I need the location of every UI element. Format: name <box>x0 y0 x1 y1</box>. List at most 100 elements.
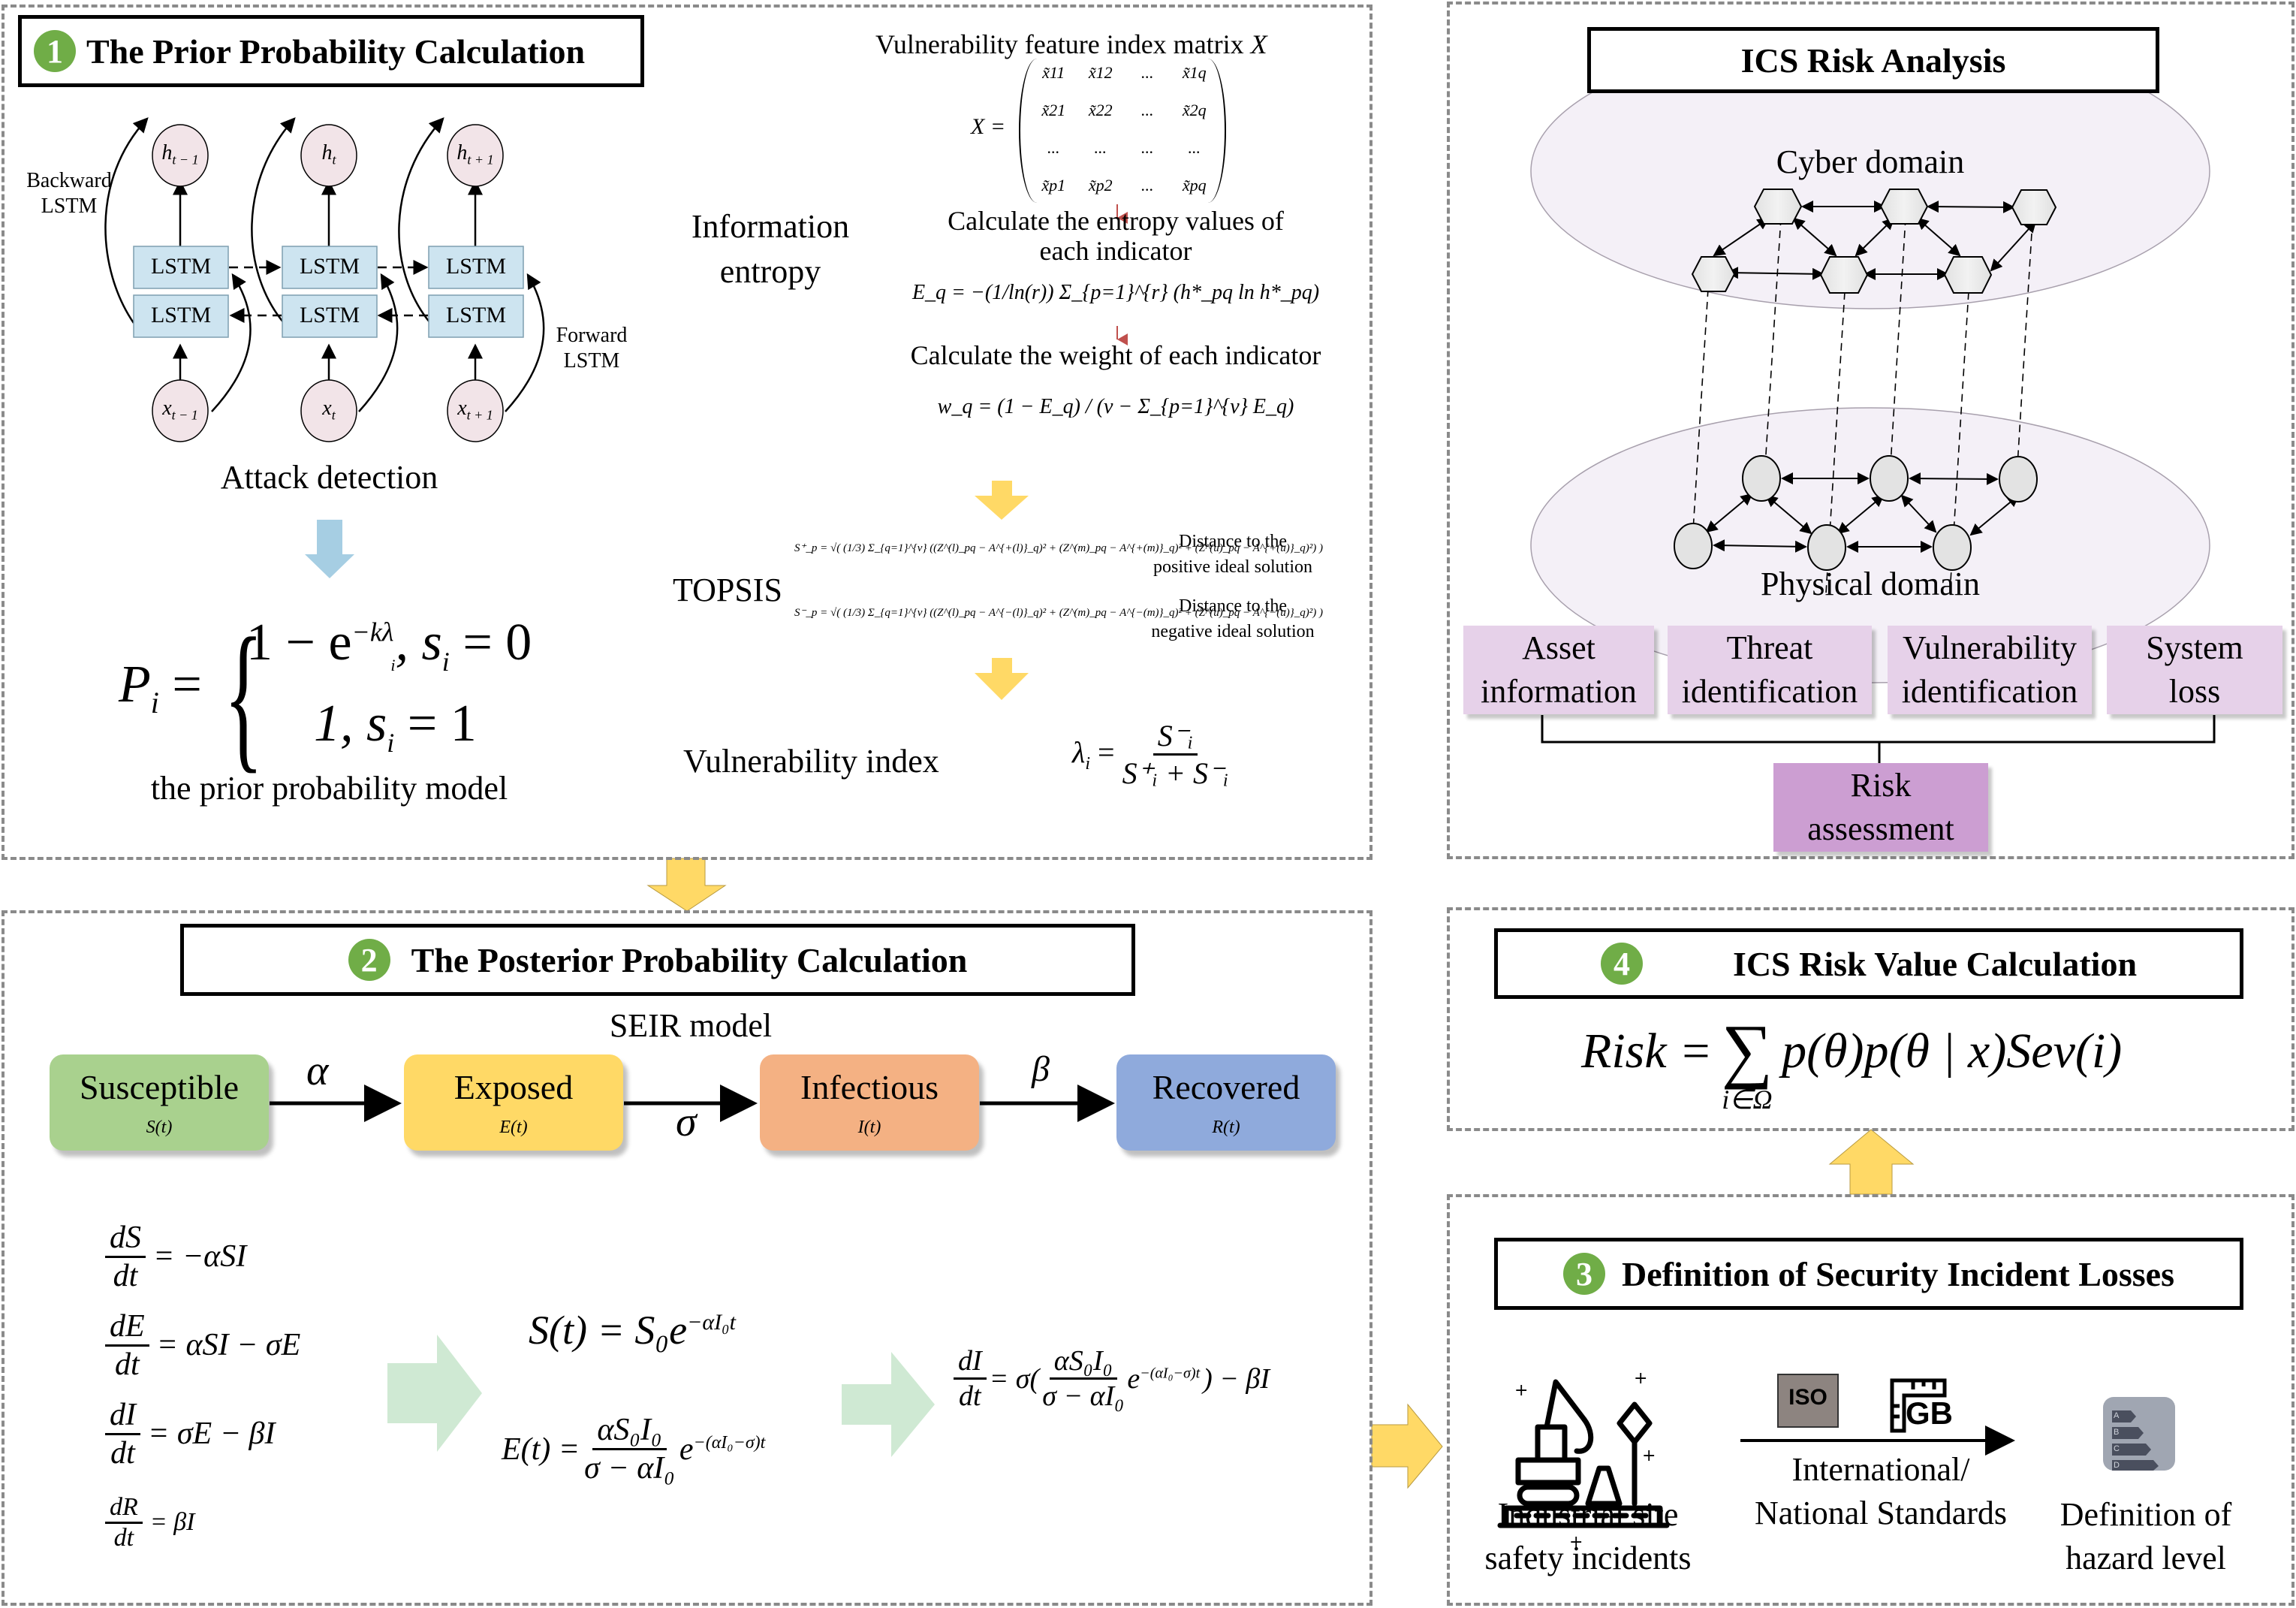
lstm-cell-label: LSTM <box>150 303 211 327</box>
lstm-cell-label: LSTM <box>150 254 211 279</box>
lstm-cell <box>133 246 229 289</box>
lstm-cell-label: LSTM <box>299 303 360 327</box>
topsis-negative-formula: S⁻_p = √( (1/3) Σ_{q=1}^{v} ((Z^(l)_pq −… <box>794 607 1323 619</box>
section4-title: ICS Risk Value Calculation <box>1732 944 2138 983</box>
matrix-cell: x̃p1 <box>1041 176 1066 195</box>
output-node <box>300 124 357 187</box>
matrix-cell: x̃pq <box>1182 176 1207 195</box>
cyber-node <box>1819 256 1869 294</box>
vulnerability-index-label: Vulnerability index <box>683 743 939 780</box>
section2-to-3-arrow <box>1371 1403 1443 1489</box>
cyber-node <box>2011 189 2057 225</box>
physical-nodes <box>1674 455 2038 571</box>
section3-header: 3 Definition of Security Incident Losses <box>1494 1238 2243 1310</box>
bilstm-network <box>104 117 545 412</box>
standards-label: International/National Standards <box>1754 1451 2008 1531</box>
matrix-cell: ... <box>1141 63 1154 82</box>
section1-to-2-arrow <box>646 858 727 912</box>
section4-header: 4 ICS Risk Value Calculation <box>1494 928 2243 999</box>
section1-frame <box>2 5 1372 860</box>
cyber-nodes <box>1691 189 2057 294</box>
brace-icon: { <box>224 604 264 787</box>
risk-value-formula: Risk = ∑ i∈Ω p(θ)p(θ | x)Sev(i) <box>1581 1009 2123 1115</box>
ics-analysis-frame <box>1447 2 2294 859</box>
section2-header: 2 The Posterior Probability Calculation <box>180 924 1135 996</box>
lstm-cell <box>282 246 378 289</box>
section2-title: The Posterior Probability Calculation <box>411 940 968 979</box>
yellow-down-arrow <box>975 658 1029 700</box>
step-badge: 4 <box>1600 943 1643 985</box>
blue-down-arrow <box>305 520 354 578</box>
input-node <box>152 379 209 442</box>
cyber-domain-label: Cyber domain <box>1776 143 1965 180</box>
rate-beta: β <box>1032 1049 1050 1089</box>
cyber-node <box>1691 256 1736 292</box>
section3-frame <box>1447 1194 2294 1606</box>
lstm-cell <box>133 294 229 338</box>
matrix-cell: ... <box>1094 138 1107 157</box>
svg-text:+: + <box>1634 1369 1647 1388</box>
section3-title: Definition of Security Incident Losses <box>1622 1254 2174 1293</box>
matrix-cell: x̃12 <box>1088 63 1113 82</box>
input-node <box>447 379 504 442</box>
matrix-brackets <box>1019 59 1226 203</box>
matrix-cell: ... <box>1188 138 1201 157</box>
cyber-node <box>1943 256 1993 294</box>
ics-analysis-title: ICS Risk Analysis <box>1740 41 2006 80</box>
section1-title: The Prior Probability Calculation <box>86 32 586 71</box>
seir-state-recovered: Recovered R(t) <box>1116 1054 1336 1151</box>
svg-text:+: + <box>1569 1533 1583 1552</box>
iso-icon-label: ISO <box>1788 1385 1827 1410</box>
output-node <box>447 124 504 187</box>
green-right-arrow <box>842 1352 935 1457</box>
input-node-label: xt + 1 <box>457 397 493 423</box>
seir-state-exposed: Exposed E(t) <box>404 1054 623 1151</box>
hazard-level-icon <box>2103 1397 2175 1471</box>
input-node-label: xt <box>322 397 336 423</box>
physical-node <box>1674 523 1713 569</box>
physical-domain-label: Physical domain <box>1760 566 1981 602</box>
lstm-cells <box>133 246 524 338</box>
step-badge: 2 <box>348 939 390 981</box>
svg-text:+: + <box>1514 1381 1528 1400</box>
step-badge: 1 <box>34 30 76 72</box>
seir-state-susceptible: Susceptible S(t) <box>50 1054 269 1151</box>
matrix-cell: x̃22 <box>1088 101 1113 119</box>
topsis-label: TOPSIS <box>673 572 782 608</box>
backward-curve <box>251 117 296 324</box>
output-node <box>152 124 209 187</box>
backward-curve <box>104 117 149 324</box>
lstm-cell <box>428 294 524 338</box>
cyber-node <box>1753 189 1803 225</box>
input-node-label: xt − 1 <box>162 397 198 423</box>
output-node-label: ht + 1 <box>456 141 494 167</box>
cyber-node <box>1879 189 1929 225</box>
step-badge: 3 <box>1563 1253 1605 1295</box>
lstm-cell <box>428 246 524 289</box>
section4-frame <box>1447 907 2294 1131</box>
attack-detection-label: Attack detection <box>220 459 438 496</box>
seir-model-title: SEIR model <box>609 1007 773 1044</box>
matrix-cell: x̃2q <box>1182 101 1207 119</box>
input-node <box>300 379 357 442</box>
lstm-cell-label: LSTM <box>445 254 506 279</box>
iso-icon <box>1777 1374 1839 1428</box>
weight-formula: w_q = (1 − E_q) / (v − Σ_{p=1}^{v} E_q) <box>937 395 1294 418</box>
section2-frame <box>2 910 1372 1606</box>
lstm-nodes <box>152 124 504 442</box>
